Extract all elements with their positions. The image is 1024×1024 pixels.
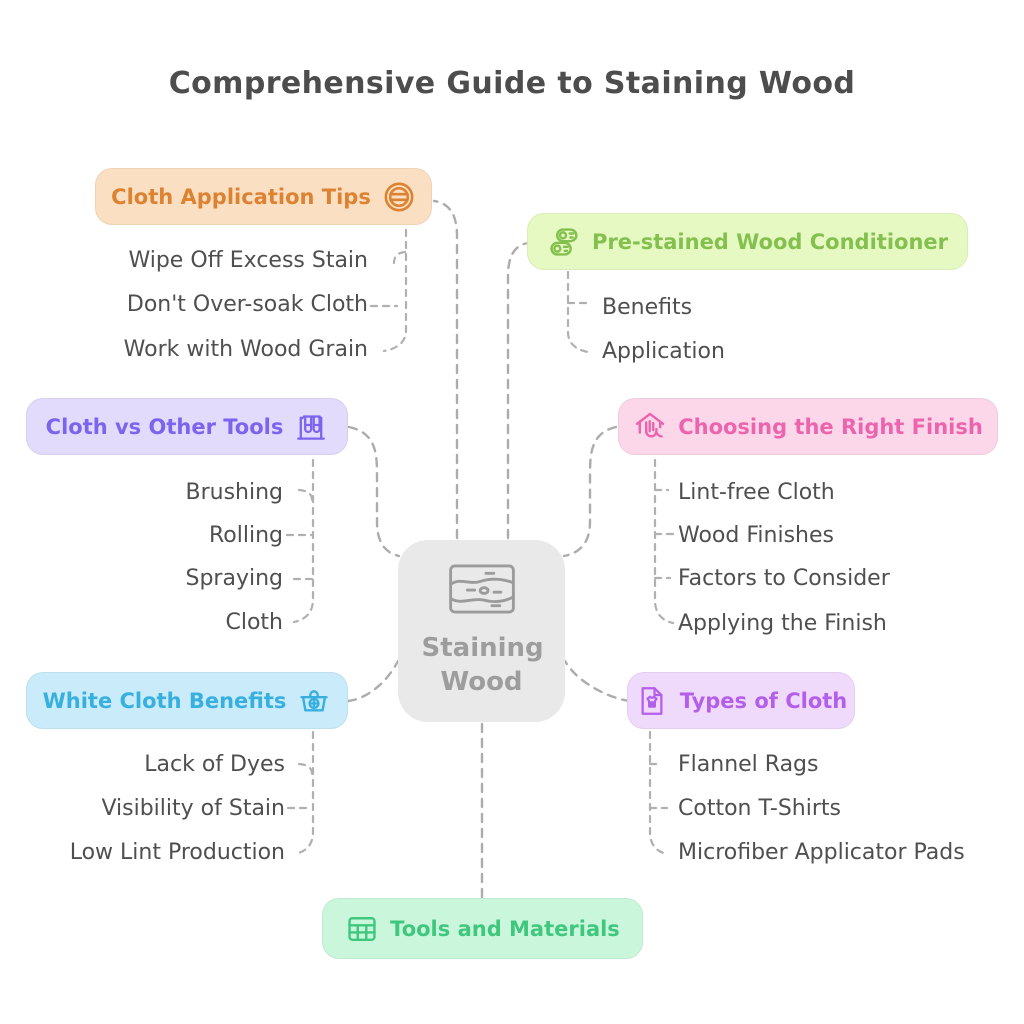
table-grid-icon <box>345 912 379 946</box>
branch-child-label[interactable]: Microfiber Applicator Pads <box>678 840 965 865</box>
center-node-label: Staining Wood <box>421 633 544 697</box>
cloth-roll-icon <box>382 180 416 214</box>
branch-child-label[interactable]: Applying the Finish <box>678 611 887 636</box>
house-select-icon <box>633 410 667 444</box>
branch-child-label[interactable]: Benefits <box>602 295 693 320</box>
branch-node-types-of-cloth[interactable]: Types of Cloth <box>627 672 855 729</box>
branch-child-label[interactable]: Flannel Rags <box>678 752 819 777</box>
branch-child-label[interactable]: Cloth <box>225 610 283 635</box>
branch-label: Pre-stained Wood Conditioner <box>592 229 948 254</box>
branch-child-label[interactable]: Brushing <box>185 480 283 505</box>
branch-child-label[interactable]: Spraying <box>185 566 284 591</box>
branch-child-label[interactable]: Work with Wood Grain <box>123 337 368 362</box>
branch-child-label[interactable]: Low Lint Production <box>69 840 285 865</box>
branch-node-cloth-vs-other-tools[interactable]: Cloth vs Other Tools <box>26 398 348 455</box>
branch-child-label[interactable]: Wipe Off Excess Stain <box>128 248 368 273</box>
branch-child-label[interactable]: Wood Finishes <box>678 523 834 548</box>
shirt-document-icon <box>635 684 669 718</box>
first-aid-kit-icon <box>297 684 331 718</box>
test-tubes-icon <box>294 410 328 444</box>
branch-child-label[interactable]: Don't Over-soak Cloth <box>126 292 368 317</box>
branch-label: Choosing the Right Finish <box>678 414 983 439</box>
wood-logs-icon <box>547 225 581 259</box>
branch-child-label[interactable]: Factors to Consider <box>678 566 890 591</box>
branch-label: Cloth vs Other Tools <box>45 414 284 439</box>
branch-child-label[interactable]: Visibility of Stain <box>101 796 285 821</box>
branch-child-label[interactable]: Lint-free Cloth <box>678 480 835 505</box>
branch-label: Types of Cloth <box>679 688 848 713</box>
branch-node-tools-and-materials[interactable]: Tools and Materials <box>322 898 643 959</box>
branch-child-label[interactable]: Application <box>602 339 725 364</box>
branch-child-label[interactable]: Rolling <box>208 523 283 548</box>
branch-label: Tools and Materials <box>390 916 620 941</box>
branch-node-choosing-the-right-finish[interactable]: Choosing the Right Finish <box>618 398 998 455</box>
branch-child-label[interactable]: Lack of Dyes <box>144 752 285 777</box>
branch-child-label[interactable]: Cotton T-Shirts <box>678 796 841 821</box>
wood-plank-icon <box>448 562 516 620</box>
branch-node-cloth-application-tips[interactable]: Cloth Application Tips <box>95 168 432 225</box>
branch-node-pre-stained-wood-conditioner[interactable]: Pre-stained Wood Conditioner <box>527 213 968 270</box>
branch-label: White Cloth Benefits <box>42 688 287 713</box>
branch-label: Cloth Application Tips <box>111 184 371 209</box>
center-node-staining-wood[interactable]: Staining Wood <box>398 540 565 722</box>
branch-node-white-cloth-benefits[interactable]: White Cloth Benefits <box>26 672 348 729</box>
diagram-title: Comprehensive Guide to Staining Wood <box>168 66 856 101</box>
